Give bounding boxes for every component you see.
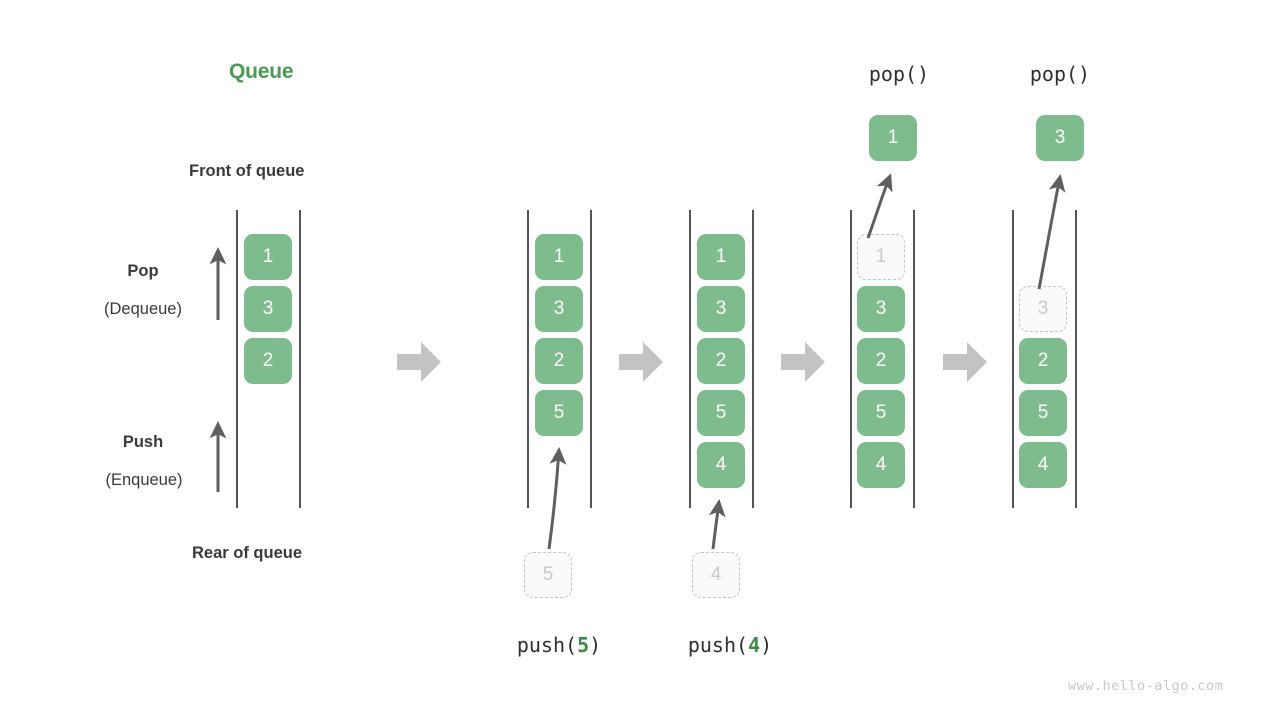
- queue-rail-right: [1075, 210, 1077, 508]
- queue-cell: 3: [857, 286, 905, 332]
- queue-cell: 4: [1019, 442, 1067, 488]
- queue-cell: 2: [857, 338, 905, 384]
- popped-element: 1: [869, 115, 917, 161]
- caption-tail: ): [760, 633, 773, 657]
- queue-cell-removed: 1: [857, 234, 905, 280]
- caption-fn: push(: [687, 633, 749, 657]
- push-5-caption: push(5): [459, 633, 659, 657]
- push-5-insert-arrow: [547, 447, 567, 550]
- queue-rail-left: [527, 210, 529, 508]
- queue-cell: 1: [535, 234, 583, 280]
- pop-1-remove-arrow: [866, 173, 893, 239]
- queue-rail-left: [1012, 210, 1014, 508]
- queue-rail-right: [752, 210, 754, 508]
- queue-cell: 5: [857, 390, 905, 436]
- pop-3-caption: pop(): [1029, 62, 1091, 86]
- queue-cell-removed: 3: [1019, 286, 1067, 332]
- page-title: Queue: [229, 60, 294, 83]
- queue-cell: 3: [697, 286, 745, 332]
- queue-cell: 4: [697, 442, 745, 488]
- queue-rail-left: [689, 210, 691, 508]
- queue-cell: 3: [535, 286, 583, 332]
- queue-cell: 2: [1019, 338, 1067, 384]
- rear-of-queue-label: Rear of queue: [192, 544, 303, 562]
- push-sublabel: (Enqueue): [105, 471, 183, 489]
- front-of-queue-label: Front of queue: [189, 162, 305, 180]
- queue-cell: 2: [244, 338, 292, 384]
- pop-1-caption: pop(): [868, 62, 930, 86]
- queue-cell: 2: [697, 338, 745, 384]
- queue-cell: 1: [697, 234, 745, 280]
- queue-cell: 4: [857, 442, 905, 488]
- push-label: Push: [122, 433, 164, 451]
- caption-fn: push(: [516, 633, 578, 657]
- caption-tail: ): [589, 633, 602, 657]
- pop-sublabel: (Dequeue): [104, 300, 182, 318]
- step-separator-arrow-2: [619, 342, 663, 382]
- queue-rail-left: [236, 210, 238, 508]
- queue-rail-right: [299, 210, 301, 508]
- step-separator-arrow-1: [397, 342, 441, 382]
- incoming-element: 5: [524, 552, 572, 598]
- push-4-insert-arrow: [708, 499, 726, 550]
- queue-cell: 3: [244, 286, 292, 332]
- watermark: www.hello-algo.com: [1068, 678, 1224, 694]
- queue-rail-right: [913, 210, 915, 508]
- queue-cell: 2: [535, 338, 583, 384]
- pop-label: Pop: [127, 262, 159, 280]
- queue-cell: 5: [535, 390, 583, 436]
- queue-rail-right: [590, 210, 592, 508]
- push-4-caption: push(4): [630, 633, 830, 657]
- queue-rail-left: [850, 210, 852, 508]
- queue-cell: 5: [1019, 390, 1067, 436]
- queue-cell: 5: [697, 390, 745, 436]
- caption-arg: 4: [748, 633, 761, 657]
- step-separator-arrow-3: [781, 342, 825, 382]
- incoming-element: 4: [692, 552, 740, 598]
- popped-element: 3: [1036, 115, 1084, 161]
- step-separator-arrow-4: [943, 342, 987, 382]
- caption-arg: 5: [577, 633, 590, 657]
- pop-3-remove-arrow: [1037, 174, 1066, 290]
- queue-cell: 1: [244, 234, 292, 280]
